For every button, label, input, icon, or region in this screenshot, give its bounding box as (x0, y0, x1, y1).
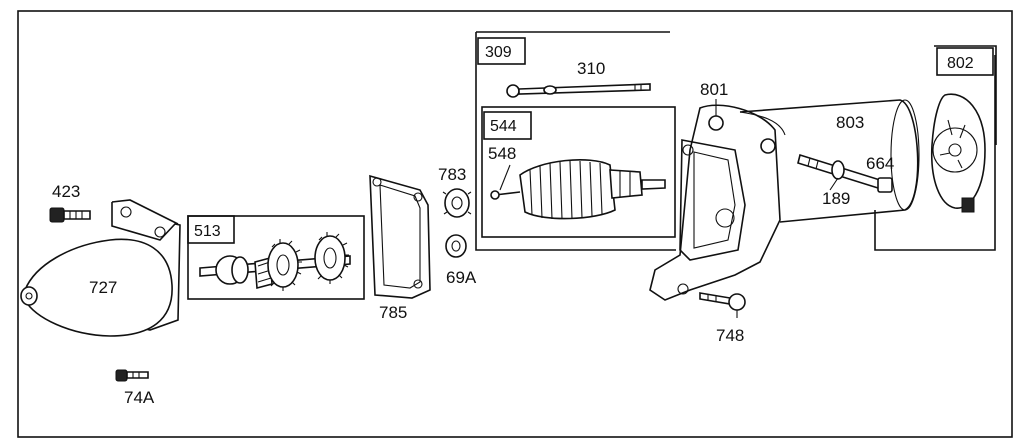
label-513: 513 (194, 223, 221, 240)
part-783-nut (442, 188, 472, 218)
leader-189 (829, 177, 839, 191)
diagram-border (17, 10, 1013, 438)
label-69a: 69A (446, 268, 477, 287)
part-309-motor-assembly-box (475, 31, 676, 251)
part-513-drive-assembly (187, 215, 365, 300)
part-310-through-bolt (506, 83, 651, 98)
part-74a-screw (115, 369, 149, 382)
label-802: 802 (947, 55, 974, 72)
label-74a: 74A (124, 388, 155, 407)
part-785-gasket (369, 174, 431, 299)
label-189: 189 (822, 189, 850, 208)
part-727-drive-cover (20, 199, 181, 337)
label-801: 801 (700, 80, 728, 99)
part-69a-washer (445, 234, 467, 258)
label-785: 785 (379, 303, 407, 322)
part-801-end-cap (649, 104, 781, 301)
label-423: 423 (52, 182, 80, 201)
label-664: 664 (866, 154, 894, 173)
label-748: 748 (716, 326, 744, 345)
part-664-bolt (797, 153, 893, 193)
label-544: 544 (490, 118, 517, 135)
leader-548 (499, 164, 511, 191)
label-783: 783 (438, 165, 466, 184)
part-802-end-plate (930, 45, 997, 213)
label-803: 803 (836, 113, 864, 132)
label-309: 309 (485, 44, 512, 61)
label-548: 548 (488, 144, 516, 163)
part-748-screw (699, 292, 746, 311)
label-727: 727 (89, 278, 117, 297)
part-803-motor-housing (739, 55, 996, 251)
part-423-screw (49, 207, 91, 223)
part-544-armature (481, 106, 676, 238)
label-310: 310 (577, 59, 605, 78)
